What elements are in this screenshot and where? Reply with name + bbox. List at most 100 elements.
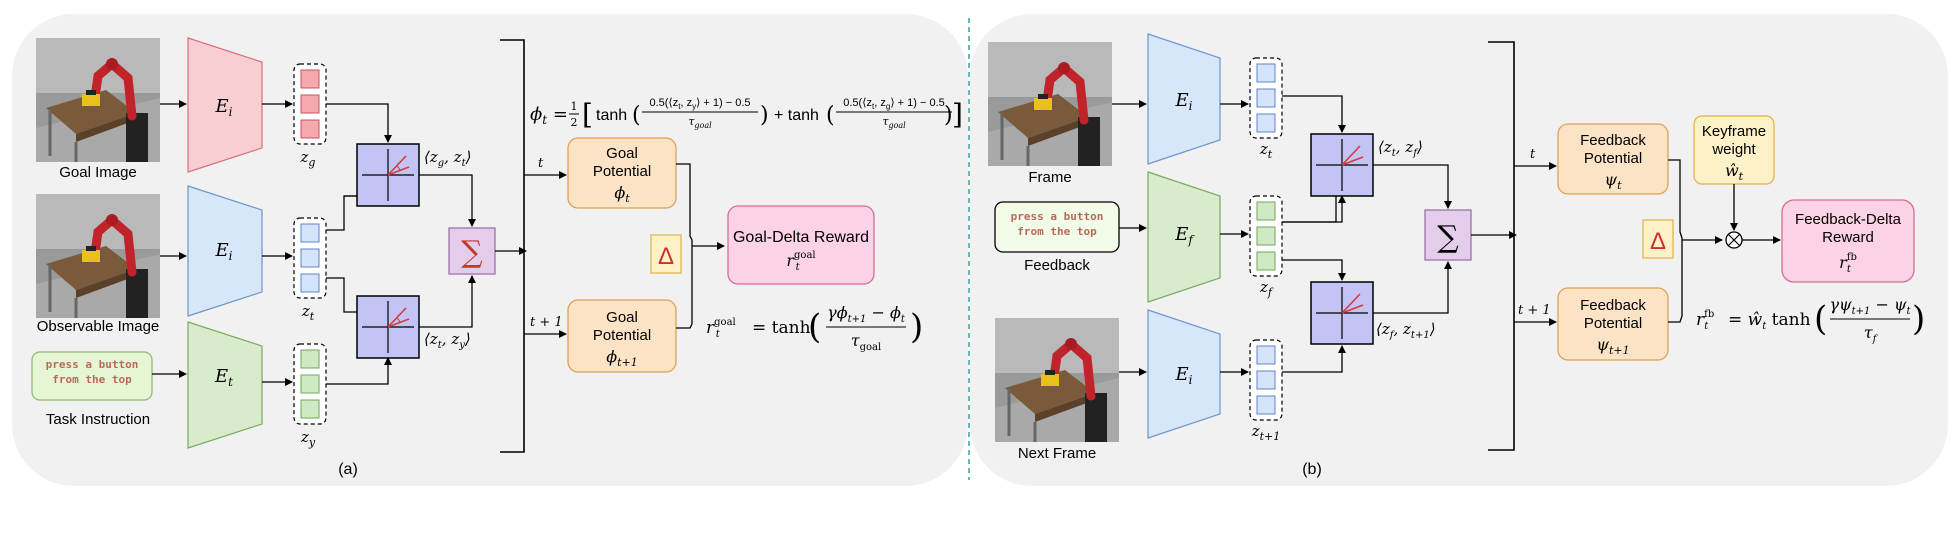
keyframe-line1: Keyframe bbox=[1702, 123, 1766, 140]
feedback-potential-t-line1: Feedback bbox=[1580, 132, 1646, 149]
svg-text:= tanh: = tanh bbox=[752, 318, 811, 338]
svg-text:+ tanh: + tanh bbox=[774, 107, 819, 124]
sum-box-a bbox=[448, 227, 496, 275]
t1-label-a: t + 1 bbox=[530, 315, 563, 330]
svg-text:0.5(⟨zt, zg⟩ + 1) − 0.5: 0.5(⟨zt, zg⟩ + 1) − 0.5 bbox=[843, 97, 945, 111]
task-instruction-line1: press a button bbox=[46, 358, 139, 371]
panel-b: Frame press a button from the top Feedba… bbox=[988, 33, 1925, 478]
arrow-simframe-to-sum bbox=[1373, 164, 1452, 209]
panel-b-label: (b) bbox=[1302, 461, 1322, 478]
sum-symbol-b: ∑ bbox=[1437, 220, 1459, 255]
embedding-zt1 bbox=[1249, 339, 1283, 421]
feedback-line2: from the top bbox=[1017, 225, 1097, 238]
goal-encoder-label: Ei bbox=[215, 96, 233, 119]
embedding-zf bbox=[1249, 195, 1283, 277]
sim-task-label: ⟨zt, zy⟩ bbox=[424, 330, 471, 351]
embedding-zg bbox=[293, 63, 327, 145]
similarity-box-task bbox=[356, 295, 420, 359]
feedback-potential-t1-line1: Feedback bbox=[1580, 297, 1646, 314]
goal-potential-t-box bbox=[567, 137, 677, 209]
svg-text:): ) bbox=[1912, 299, 1925, 339]
svg-text:]: ] bbox=[952, 98, 963, 131]
keyframe-line2: weight bbox=[1711, 141, 1756, 158]
svg-text:γϕt+1 − ϕt: γϕt+1 − ϕt bbox=[827, 303, 906, 325]
observable-image bbox=[36, 194, 160, 318]
embedding-zy bbox=[293, 343, 327, 425]
svg-text:): ) bbox=[910, 307, 923, 347]
arrow-zg-to-sim bbox=[326, 103, 392, 143]
arrow-simnext-to-sum bbox=[1373, 261, 1452, 314]
embedding-zt-b bbox=[1249, 57, 1283, 139]
goal-potential-t1-line2: Potential bbox=[593, 327, 651, 344]
similarity-box-frame bbox=[1310, 133, 1374, 197]
goal-delta-reward-title: Goal-Delta Reward bbox=[733, 229, 869, 246]
goal-potential-t-line1: Goal bbox=[606, 145, 638, 162]
svg-text:): ) bbox=[944, 103, 953, 128]
svg-text:[: [ bbox=[582, 98, 593, 131]
arrow-zt1-to-sim bbox=[1282, 345, 1346, 373]
feedback-delta-reward-box bbox=[1781, 199, 1915, 283]
sum-box-b bbox=[1424, 209, 1472, 261]
t-label-b: t bbox=[1530, 147, 1536, 162]
svg-text:0.5(⟨zt, zy⟩ + 1) − 0.5: 0.5(⟨zt, zy⟩ + 1) − 0.5 bbox=[649, 97, 750, 111]
sum-symbol-a: ∑ bbox=[461, 235, 483, 270]
arrow-zt-to-sim bbox=[1282, 95, 1346, 133]
next-frame-encoder bbox=[1147, 309, 1221, 439]
goal-potential-t1-line1: Goal bbox=[606, 309, 638, 326]
frame-image bbox=[988, 42, 1112, 166]
frame-encoder-label: Ei bbox=[1175, 90, 1193, 113]
svg-text:): ) bbox=[760, 103, 769, 128]
feedback-delta-line1: Feedback-Delta bbox=[1795, 211, 1902, 228]
task-instruction-box bbox=[31, 351, 153, 401]
svg-text:2: 2 bbox=[571, 116, 578, 129]
task-instruction-line2: from the top bbox=[52, 373, 132, 386]
next-frame-image bbox=[995, 318, 1119, 442]
panel-a-label: (a) bbox=[338, 461, 358, 478]
sim-frame-label: ⟨zt, zf⟩ bbox=[1378, 138, 1423, 159]
feedback-box bbox=[994, 201, 1120, 253]
delta-box-b bbox=[1642, 219, 1674, 259]
svg-text:(: ( bbox=[1814, 299, 1827, 339]
svg-text:ϕt =: ϕt = bbox=[530, 104, 568, 127]
goal-image bbox=[36, 38, 160, 162]
feedback-encoder bbox=[1147, 171, 1221, 303]
panel-a: Goal Image Observable Image press a butt… bbox=[31, 37, 963, 478]
t-label-a: t bbox=[538, 156, 544, 171]
next-frame-label: Next Frame bbox=[1018, 445, 1096, 462]
goal-potential-t1-box bbox=[567, 299, 677, 373]
similarity-box-next bbox=[1310, 281, 1374, 345]
arrow-zf-to-sim-bottom bbox=[1282, 259, 1346, 281]
arrow-simgoal-to-sum bbox=[419, 174, 476, 227]
feedback-potential-t-box bbox=[1557, 123, 1669, 195]
observable-image-encoder bbox=[187, 185, 263, 317]
observable-encoder-label: Ei bbox=[215, 240, 233, 263]
goal-potential-connector bbox=[676, 163, 693, 329]
svg-text:(: ( bbox=[632, 103, 641, 128]
svg-text:(: ( bbox=[808, 307, 821, 347]
goal-potential-t-line2: Potential bbox=[593, 163, 651, 180]
goal-image-label: Goal Image bbox=[59, 164, 137, 181]
goal-delta-reward-box bbox=[727, 205, 875, 285]
feedback-potential-t1-line2: Potential bbox=[1584, 315, 1642, 332]
t1-label-b: t + 1 bbox=[1518, 303, 1551, 318]
frame-label: Frame bbox=[1028, 169, 1071, 186]
arrow-zf-to-sim-top bbox=[1282, 195, 1346, 223]
feedback-label: Feedback bbox=[1024, 257, 1090, 274]
svg-text:= ŵt tanh: = ŵt tanh bbox=[1728, 310, 1811, 332]
similarity-box-goal bbox=[356, 143, 420, 207]
feedback-line1: press a button bbox=[1011, 210, 1104, 223]
feedback-potential-t1-box bbox=[1557, 287, 1669, 361]
bracket-b bbox=[1488, 41, 1515, 451]
feedback-delta-line2: Reward bbox=[1822, 229, 1874, 246]
goal-image-encoder bbox=[187, 37, 263, 173]
arrow-simtask-to-sum bbox=[419, 275, 476, 328]
bracket-a bbox=[500, 39, 525, 453]
delta-box-a bbox=[650, 234, 682, 274]
svg-text:tanh: tanh bbox=[596, 107, 627, 124]
delta-symbol-b: Δ bbox=[1650, 228, 1666, 255]
next-frame-encoder-label: Ei bbox=[1175, 364, 1193, 387]
svg-text:γψt+1 − ψt: γψt+1 − ψt bbox=[1829, 295, 1911, 317]
text-encoder bbox=[187, 321, 263, 449]
feedback-potential-connector bbox=[1668, 159, 1683, 323]
